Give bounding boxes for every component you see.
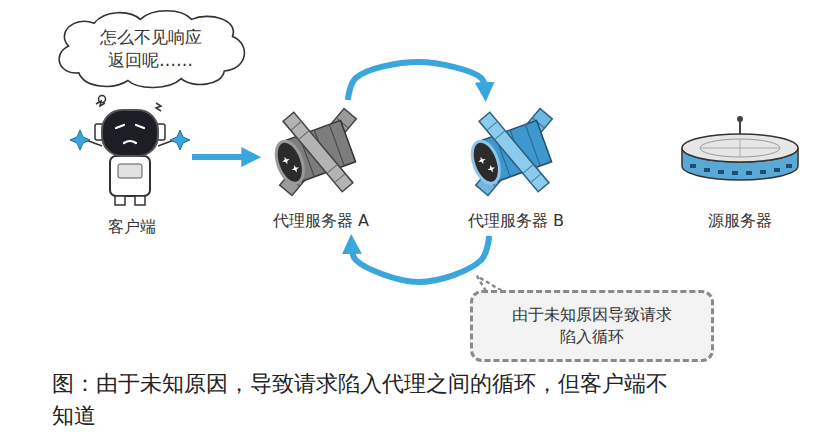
node-label: 代理服务器 A [273, 210, 369, 232]
cloud-path [59, 11, 244, 88]
node-label: 怎么不见响应 返回呢…… [86, 26, 216, 72]
cloud-outline [48, 6, 253, 92]
figure-caption: 图：由于未知原因，导致请求陷入代理之间的循环，但客户端不 知道 [52, 368, 716, 432]
node-label: 客户端 [108, 216, 156, 238]
flow-arrow [192, 154, 248, 160]
client-robot [70, 101, 190, 205]
origin-server-icon [682, 116, 798, 180]
origin-server: 源服务器 [678, 100, 802, 236]
client-node: 客户端 [72, 96, 192, 242]
proxy-server: 代理服务器 B [455, 100, 577, 236]
node-label: 代理服务器 B [468, 210, 564, 232]
callout-pointer [477, 276, 502, 291]
proxy-server-a-icon [271, 109, 356, 196]
proxy-server: 代理服务器 A [260, 100, 382, 236]
thought-bubble: 怎么不见响应 返回呢…… [48, 6, 253, 92]
flow-arrow [348, 62, 485, 100]
node-label: 由于未知原因导致请求 陷入循环 [487, 304, 697, 347]
flow-arrow [352, 236, 490, 282]
callout-note: 由于未知原因导致请求 陷入循环 [470, 290, 714, 362]
node-label: 源服务器 [708, 210, 772, 232]
proxy-server-b-icon [467, 109, 552, 196]
